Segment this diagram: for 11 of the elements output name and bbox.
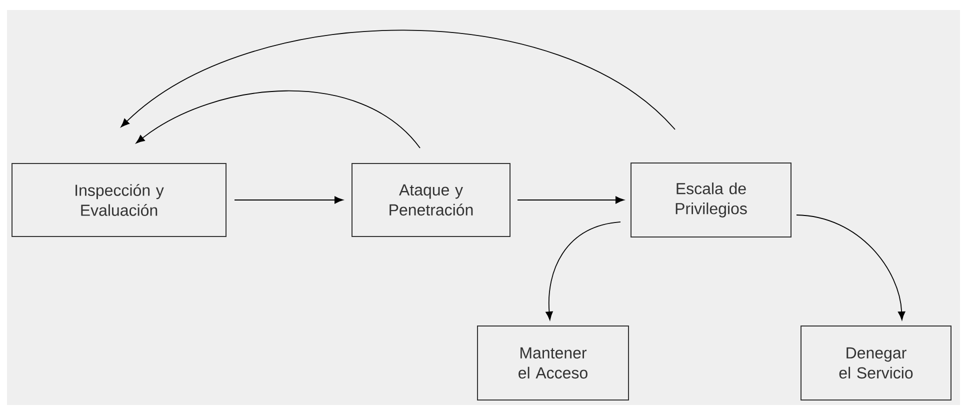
arrow (136, 90, 420, 148)
arrow (234, 196, 344, 204)
process-box: Escala de Privilegios (630, 162, 792, 238)
arrow (120, 30, 676, 130)
process-box: Ataque y Penetración (352, 163, 510, 237)
arrow (546, 222, 621, 320)
process-box: Inspección y Evaluación (12, 163, 227, 237)
process-box: Mantener el Acceso (477, 325, 629, 400)
arrow (517, 196, 624, 204)
process-box: Denegar el Servicio (800, 325, 952, 400)
arrow (796, 214, 906, 320)
